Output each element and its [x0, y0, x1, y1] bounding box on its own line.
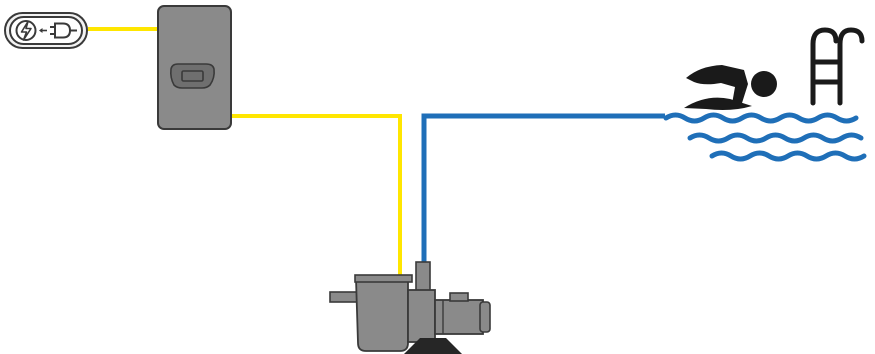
wave-line-2	[687, 132, 864, 144]
plug-icon	[50, 22, 77, 39]
display-icon	[170, 63, 215, 89]
swimmer-icon	[684, 65, 777, 110]
pump-icon	[329, 261, 491, 354]
water-pipe-pump-pool	[421, 113, 665, 262]
controller-unit-icon	[157, 5, 232, 130]
water-waves-icon	[663, 112, 867, 162]
power-wire-controller-pump	[231, 114, 402, 278]
pool-ladder-icon	[810, 27, 865, 106]
wave-line-3	[709, 150, 867, 162]
arrow-left-icon	[39, 28, 47, 33]
wave-line-1	[663, 112, 859, 124]
swimmer-pool-icon	[663, 27, 867, 162]
power-plug-icon	[4, 12, 88, 49]
lightning-bolt-icon	[15, 20, 37, 41]
